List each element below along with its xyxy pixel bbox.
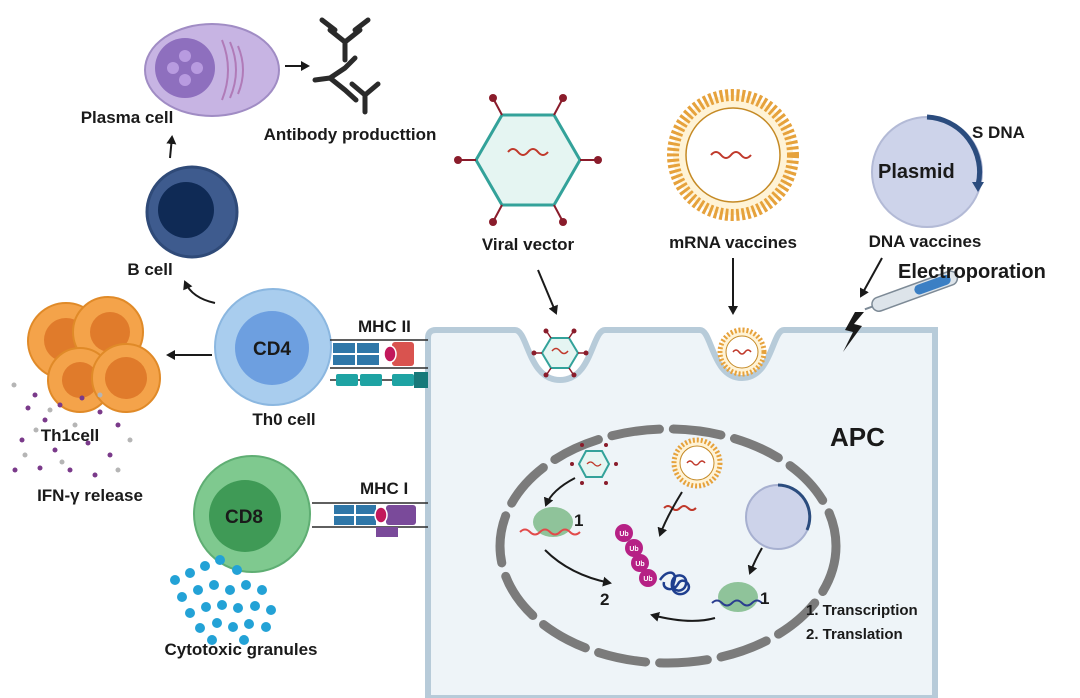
ub-label-4: Ub	[643, 576, 652, 583]
ifn-gamma-particles	[12, 392, 121, 478]
antibody-icons	[312, 17, 381, 115]
b-to-plasma-arrow	[166, 135, 177, 159]
mrna-lnp-icon	[667, 89, 799, 221]
apc-label: APC	[830, 422, 885, 452]
mhc1-label: MHC I	[360, 479, 408, 498]
electroporation-label: Electroporation	[898, 261, 1046, 283]
cd8-cell-icon	[193, 455, 311, 573]
ribosome-right	[711, 582, 763, 612]
ub-label-3: Ub	[635, 561, 644, 568]
b-cell-label: B cell	[127, 260, 172, 279]
cd4-label: CD4	[253, 339, 291, 360]
step-1-right: 1	[760, 589, 769, 608]
th0-to-b-arrow	[183, 280, 216, 304]
nucleus-envelope	[495, 424, 841, 668]
th0-cell-icon	[214, 288, 332, 406]
mhc2-label: MHC II	[358, 317, 411, 336]
cytotoxic-granules-label: Cytotoxic granules	[164, 640, 317, 659]
ub-label-2: Ub	[629, 546, 638, 553]
plasmid-label: Plasmid	[878, 161, 955, 183]
folded-protein	[658, 571, 691, 596]
step-2: 2	[600, 590, 609, 609]
internal-arrows	[543, 477, 763, 622]
plasma-cell-label: Plasma cell	[81, 108, 174, 127]
mhc2-tcr-complex	[330, 339, 428, 388]
cd8-label: CD8	[225, 507, 263, 528]
s-dna-label: S DNA	[972, 123, 1025, 142]
step-1-left: 1	[574, 511, 583, 530]
ifn-gamma-label: IFN-γ release	[37, 486, 143, 505]
lightning-icon	[843, 312, 864, 352]
plasmid-icon	[871, 114, 984, 228]
mhc1-tcr-complex	[312, 502, 428, 537]
viral-vector-label: Viral vector	[482, 235, 575, 254]
ribosome-left	[519, 507, 581, 537]
antibody-production-label: Antibody producttion	[264, 125, 437, 144]
released-mrna	[663, 505, 697, 511]
electroporation-device-icon	[864, 270, 959, 312]
mrna-vaccines-label: mRNA vaccines	[669, 233, 797, 252]
viral-vector-icon	[454, 94, 602, 226]
th0-cell-label: Th0 cell	[252, 410, 315, 429]
dna-arrow	[860, 257, 883, 298]
dna-vaccines-label: DNA vaccines	[869, 232, 982, 251]
internal-plasmid	[745, 483, 812, 550]
cytotoxic-granules-icon	[170, 555, 276, 645]
viral-vector-arrow	[537, 269, 558, 315]
internal-lnp	[671, 437, 723, 489]
ub-label-1: Ub	[619, 531, 628, 538]
ubiquitin-chain: Ub Ub Ub Ub	[615, 524, 657, 587]
th1-cell-label: Th1cell	[41, 426, 100, 445]
th1-cells-icon	[27, 296, 161, 413]
grey-particles	[11, 382, 133, 473]
plasma-cell-icon	[144, 23, 280, 117]
b-cell-icon	[145, 165, 239, 259]
legend-translation: 2. Translation	[806, 626, 903, 643]
lnp-endocytosis	[717, 327, 767, 377]
legend-transcription: 1. Transcription	[806, 602, 918, 619]
internal-virus	[570, 443, 618, 485]
viral-vector-endocytosis	[531, 328, 589, 378]
